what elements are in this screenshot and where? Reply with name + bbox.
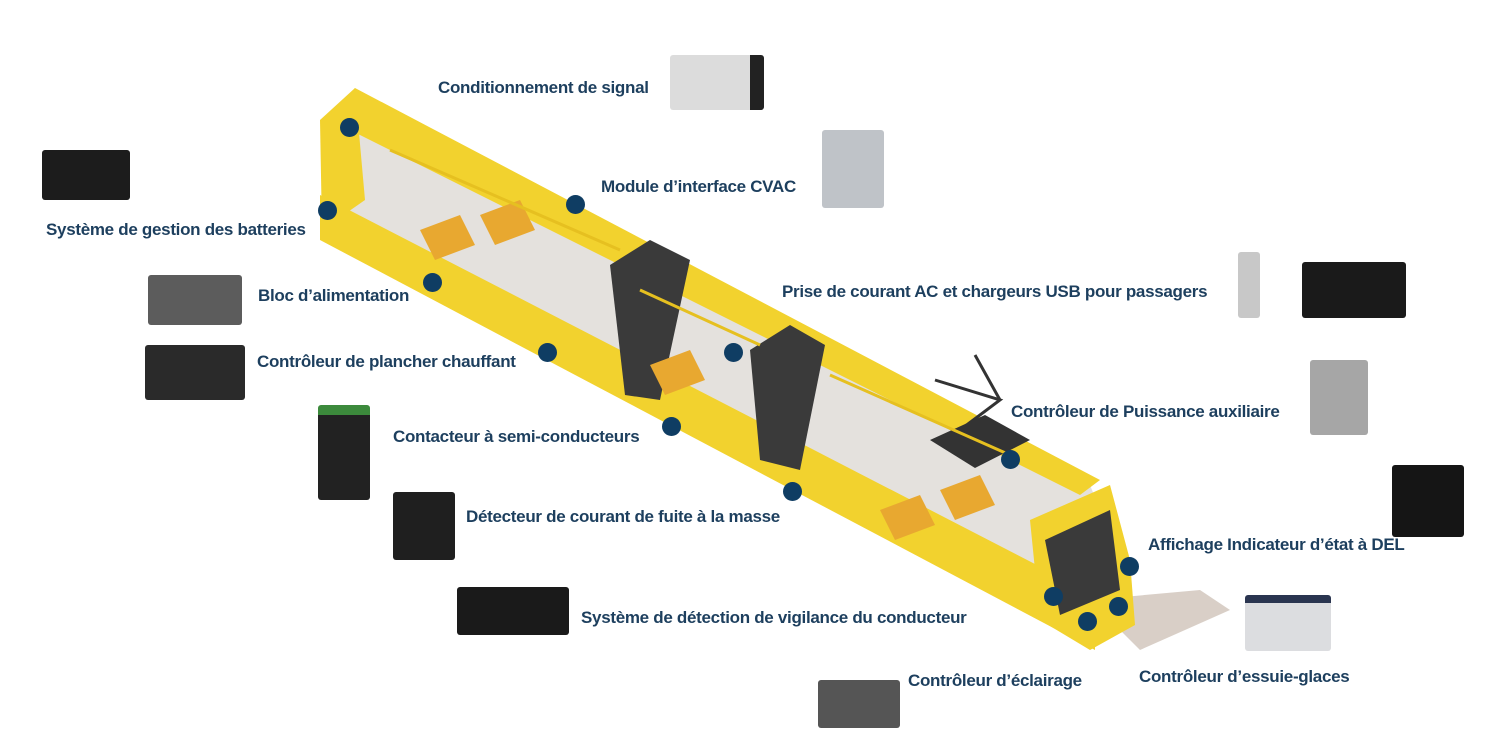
power-supply-image	[148, 275, 242, 325]
hotspot-ssr[interactable]	[662, 417, 681, 436]
label-wiper: Contrôleur d’essuie-glaces	[1139, 667, 1350, 686]
hotspot-led-display[interactable]	[1120, 557, 1139, 576]
ground-fault-detector-image	[393, 492, 455, 560]
aux-power-controller-image	[1310, 360, 1368, 435]
label-outlets-usb: Prise de courant AC et chargeurs USB pou…	[782, 282, 1208, 301]
label-heated-floor: Contrôleur de plancher chauffant	[257, 352, 516, 371]
battery-system-image	[42, 150, 130, 200]
label-lighting: Contrôleur d’éclairage	[908, 671, 1082, 690]
hotspot-hvac-interface[interactable]	[566, 195, 585, 214]
hotspot-lighting[interactable]	[1078, 612, 1097, 631]
handrails	[389, 148, 1011, 457]
hotspot-wiper[interactable]	[1109, 597, 1128, 616]
articulation-2	[750, 325, 825, 470]
label-battery-management: Système de gestion des batteries	[46, 220, 306, 239]
hotspot-vigilance[interactable]	[1044, 587, 1063, 606]
label-led-display: Affichage Indicateur d’état à DEL	[1148, 535, 1405, 554]
ssr-image	[318, 405, 370, 500]
led-display-image	[1392, 465, 1464, 537]
label-signal-conditioning: Conditionnement de signal	[438, 78, 649, 97]
hotspot-outlets-usb[interactable]	[724, 343, 743, 362]
hotspot-battery-management[interactable]	[318, 201, 337, 220]
label-hvac-interface: Module d’interface CVAC	[601, 177, 796, 196]
label-ssr: Contacteur à semi-conducteurs	[393, 427, 640, 446]
hotspot-power-supply[interactable]	[423, 273, 442, 292]
hotspot-heated-floor[interactable]	[538, 343, 557, 362]
heated-floor-controller-image	[145, 345, 245, 400]
tram-windshield	[1045, 510, 1120, 615]
signal-conditioner-image	[670, 55, 764, 110]
hotspot-ground-fault[interactable]	[783, 482, 802, 501]
wiper-controller-image	[1245, 595, 1331, 651]
label-vigilance: Système de détection de vigilance du con…	[581, 608, 967, 627]
seats	[420, 200, 995, 540]
label-aux-power: Contrôleur de Puissance auxiliaire	[1011, 402, 1280, 421]
outlet-ac-image	[1302, 262, 1406, 318]
articulation-1	[610, 240, 690, 400]
label-power-supply: Bloc d’alimentation	[258, 286, 410, 305]
hotspot-signal-conditioning[interactable]	[340, 118, 359, 137]
pantograph-arm	[934, 354, 1004, 432]
lighting-controller-image	[818, 680, 900, 728]
hotspot-aux-power[interactable]	[1001, 450, 1020, 469]
tram-roof-edge	[330, 88, 1100, 495]
outlet-usb-image	[1238, 252, 1260, 318]
hvac-module-image	[822, 130, 884, 208]
label-ground-fault: Détecteur de courant de fuite à la masse	[466, 507, 780, 526]
vigilance-system-image	[457, 587, 569, 635]
